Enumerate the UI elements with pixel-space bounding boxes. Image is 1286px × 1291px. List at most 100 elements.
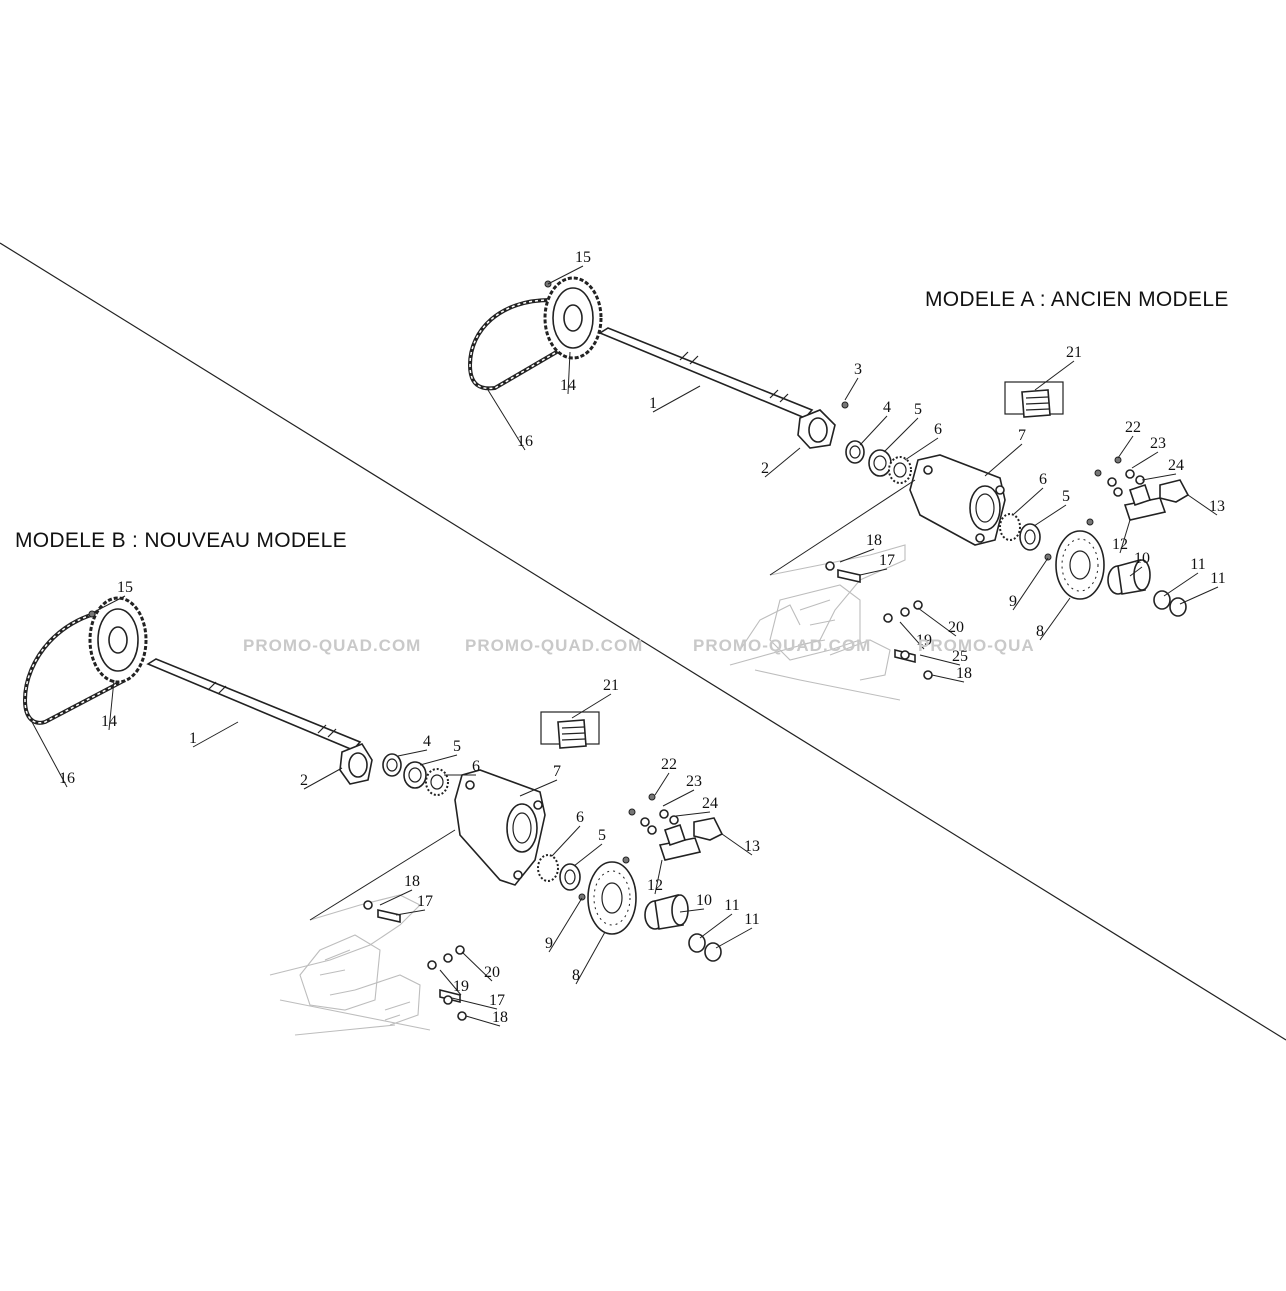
axle-b xyxy=(146,658,362,751)
a-callout-2: 2 xyxy=(761,460,769,477)
a-callout-19: 19 xyxy=(916,632,932,649)
a-callout-6: 6 xyxy=(1039,471,1047,488)
b-callout-6: 6 xyxy=(472,758,480,775)
a-leader-8 xyxy=(1039,597,1071,641)
frame-outline-b xyxy=(269,894,431,1036)
b-callout-5: 5 xyxy=(598,827,606,844)
b-leader-2 xyxy=(303,767,343,790)
bearing-housing-a xyxy=(909,454,1006,546)
a-leader-16 xyxy=(487,389,526,451)
b-callout-17: 17 xyxy=(489,992,505,1009)
hub-flange-b xyxy=(339,743,373,785)
b-leader-10 xyxy=(679,908,705,913)
a-callout-9: 9 xyxy=(1009,593,1017,610)
b-leader-14 xyxy=(108,679,115,731)
b-leader-9 xyxy=(548,897,583,953)
bracket-line-a xyxy=(769,479,916,576)
b-callout-20: 20 xyxy=(484,964,500,981)
b-leader-6 xyxy=(551,825,581,857)
bearing-6b-b xyxy=(537,854,559,882)
bracket-line-b xyxy=(309,829,456,921)
b-callout-14: 14 xyxy=(101,713,117,730)
a-leader-12 xyxy=(1119,519,1131,554)
a-leader-2 xyxy=(764,447,801,478)
a-callout-18: 18 xyxy=(956,665,972,682)
a-leader-9 xyxy=(1012,557,1049,611)
bearing-5-b xyxy=(403,761,427,789)
section-divider-line xyxy=(0,242,1286,1041)
a-leader-6 xyxy=(904,437,939,461)
b-leader-7 xyxy=(519,779,558,797)
assembly-model-a xyxy=(467,276,1190,701)
a-leader-11 xyxy=(1163,572,1199,597)
a-leader-25 xyxy=(919,654,961,666)
b-callout-22: 22 xyxy=(661,756,677,773)
bolt-3-a xyxy=(841,401,849,409)
a-callout-5: 5 xyxy=(914,401,922,418)
b-leader-18 xyxy=(465,1015,501,1027)
b-callout-11: 11 xyxy=(724,897,739,914)
hub-flange-a xyxy=(797,409,836,449)
a-callout-21: 21 xyxy=(1066,344,1082,361)
a-leader-23 xyxy=(1131,451,1159,469)
b-callout-11: 11 xyxy=(744,911,759,928)
leader-lines xyxy=(31,265,1219,1027)
model-a-title: MODELE A : ANCIEN MODELE xyxy=(925,288,1229,311)
a-callout-11: 11 xyxy=(1190,556,1205,573)
b-callout-4: 4 xyxy=(423,733,431,750)
a-callout-12: 12 xyxy=(1112,536,1128,553)
watermark-1: PROMO-QUAD.COM xyxy=(243,636,422,655)
a-callout-22: 22 xyxy=(1125,419,1141,436)
b-leader-11 xyxy=(715,927,753,949)
b-leader-13 xyxy=(721,833,753,856)
bearing-6-a xyxy=(888,456,912,484)
b-callout-19: 19 xyxy=(453,978,469,995)
a-callout-24: 24 xyxy=(1168,457,1184,474)
watermark-2: PROMO-QUAD.COM xyxy=(465,636,644,655)
a-callout-18: 18 xyxy=(866,532,882,549)
b-leader-18 xyxy=(379,889,413,906)
a-leader-7 xyxy=(984,443,1023,477)
b-callout-18: 18 xyxy=(492,1009,508,1026)
b-callout-16: 16 xyxy=(59,770,75,787)
b-callout-7: 7 xyxy=(553,763,561,780)
chain-b xyxy=(22,608,126,725)
a-callout-17: 17 xyxy=(879,552,895,569)
b-callout-10: 10 xyxy=(696,892,712,909)
b-leader-21 xyxy=(571,693,612,719)
b-callout-1: 1 xyxy=(189,730,197,747)
b-callout-2: 2 xyxy=(300,772,308,789)
a-callout-3: 3 xyxy=(854,361,862,378)
b-leader-5 xyxy=(573,843,603,867)
nut-11b-a xyxy=(1169,597,1187,617)
bearing-5b-a xyxy=(1019,523,1041,551)
frame-bolts-b xyxy=(363,900,467,1021)
a-leader-17 xyxy=(859,568,888,576)
b-callout-23: 23 xyxy=(686,773,702,790)
b-callout-17: 17 xyxy=(417,893,433,910)
a-leader-18 xyxy=(839,548,875,563)
spline-sleeve-a xyxy=(1004,381,1064,418)
b-callout-24: 24 xyxy=(702,795,718,812)
a-leader-5 xyxy=(1033,504,1067,527)
a-leader-24 xyxy=(1141,473,1177,481)
a-leader-11 xyxy=(1179,586,1219,605)
a-callout-23: 23 xyxy=(1150,435,1166,452)
caliper-group-a xyxy=(1086,456,1190,526)
a-callout-4: 4 xyxy=(883,399,891,416)
a-leader-1 xyxy=(652,385,701,413)
a-callout-7: 7 xyxy=(1018,427,1026,444)
bearing-housing-b xyxy=(454,769,546,886)
b-leader-5 xyxy=(419,754,458,766)
b-leader-11 xyxy=(699,913,733,939)
frame-outline-a xyxy=(729,544,906,701)
b-leader-16 xyxy=(31,721,68,788)
b-leader-8 xyxy=(575,931,606,985)
b-leader-20 xyxy=(461,951,493,982)
model-b-title: MODELE B : NOUVEAU MODELE xyxy=(15,529,347,552)
b-leader-23 xyxy=(662,789,695,807)
bearing-5b-b xyxy=(559,863,581,891)
